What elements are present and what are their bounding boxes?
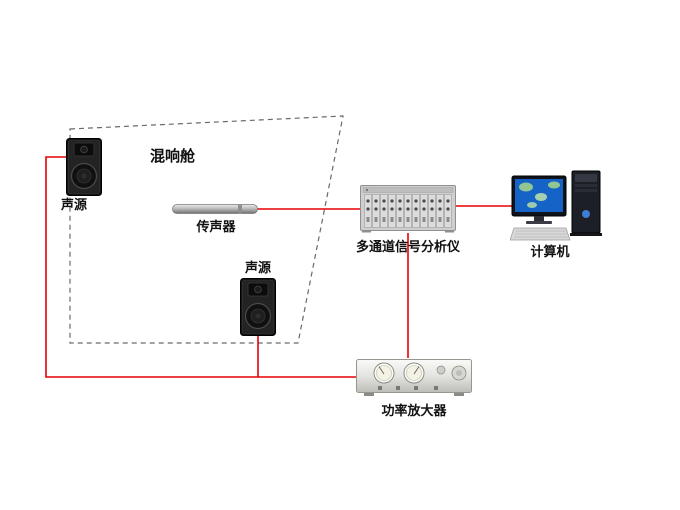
chamber-outline-dashed bbox=[69, 115, 344, 344]
microphone-label: 传声器 bbox=[196, 219, 236, 234]
wire-amplifier-to-top-speaker bbox=[45, 156, 358, 378]
microphone-icon bbox=[172, 203, 258, 215]
chamber-label: 混响舱 bbox=[150, 148, 196, 165]
power-amplifier-label: 功率放大器 bbox=[381, 403, 447, 418]
top-speaker-label: 声源 bbox=[60, 197, 87, 212]
computer-label: 计算机 bbox=[530, 244, 570, 259]
signal-analyzer-label: 多通道信号分析仪 bbox=[356, 239, 461, 254]
computer-icon bbox=[509, 170, 610, 244]
bottom-speaker-icon bbox=[240, 278, 276, 336]
top-speaker-icon bbox=[66, 138, 102, 196]
bottom-speaker-label: 声源 bbox=[244, 260, 271, 275]
power-amplifier-icon bbox=[356, 356, 472, 398]
signal-analyzer-icon bbox=[360, 183, 456, 233]
